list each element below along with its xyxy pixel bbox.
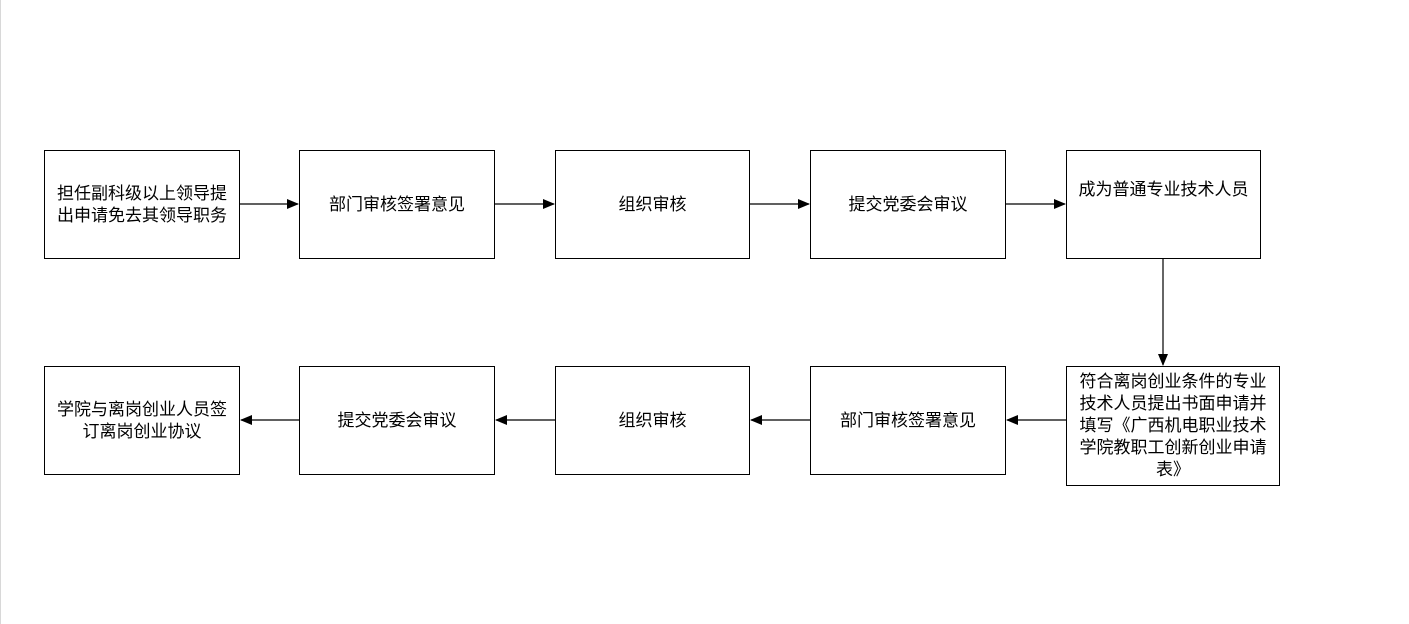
step-label: 组织审核 — [618, 410, 687, 431]
step-department-review: 部门审核签署意见 — [299, 150, 495, 259]
step-label: 提交党委会审议 — [337, 410, 457, 431]
step-become-technical-staff: 成为普通专业技术人员 — [1066, 150, 1261, 259]
step-party-committee-review-2: 提交党委会审议 — [299, 366, 495, 475]
step-label: 符合离岗创业条件的专业技术人员提出书面申请并填写《广西机电职业技术学院教职工创新… — [1079, 372, 1267, 480]
page-left-edge — [0, 0, 1, 624]
step-department-review-2: 部门审核签署意见 — [810, 366, 1006, 475]
step-apply-remove-leadership: 担任副科级以上领导提出申请免去其领导职务 — [44, 150, 240, 259]
step-organization-review: 组织审核 — [555, 150, 750, 259]
step-sign-agreement: 学院与离岗创业人员签订离岗创业协议 — [44, 366, 240, 475]
step-label: 学院与离岗创业人员签订离岗创业协议 — [57, 399, 227, 442]
step-submit-entrepreneurship-application: 符合离岗创业条件的专业技术人员提出书面申请并填写《广西机电职业技术学院教职工创新… — [1066, 366, 1280, 486]
step-organization-review-2: 组织审核 — [555, 366, 750, 475]
step-label: 组织审核 — [618, 194, 687, 215]
step-party-committee-review: 提交党委会审议 — [810, 150, 1006, 259]
step-label: 成为普通专业技术人员 — [1078, 180, 1249, 200]
step-label: 部门审核签署意见 — [840, 410, 976, 431]
step-label: 担任副科级以上领导提出申请免去其领导职务 — [57, 183, 227, 226]
step-label: 提交党委会审议 — [848, 194, 968, 215]
step-label: 部门审核签署意见 — [329, 194, 465, 215]
